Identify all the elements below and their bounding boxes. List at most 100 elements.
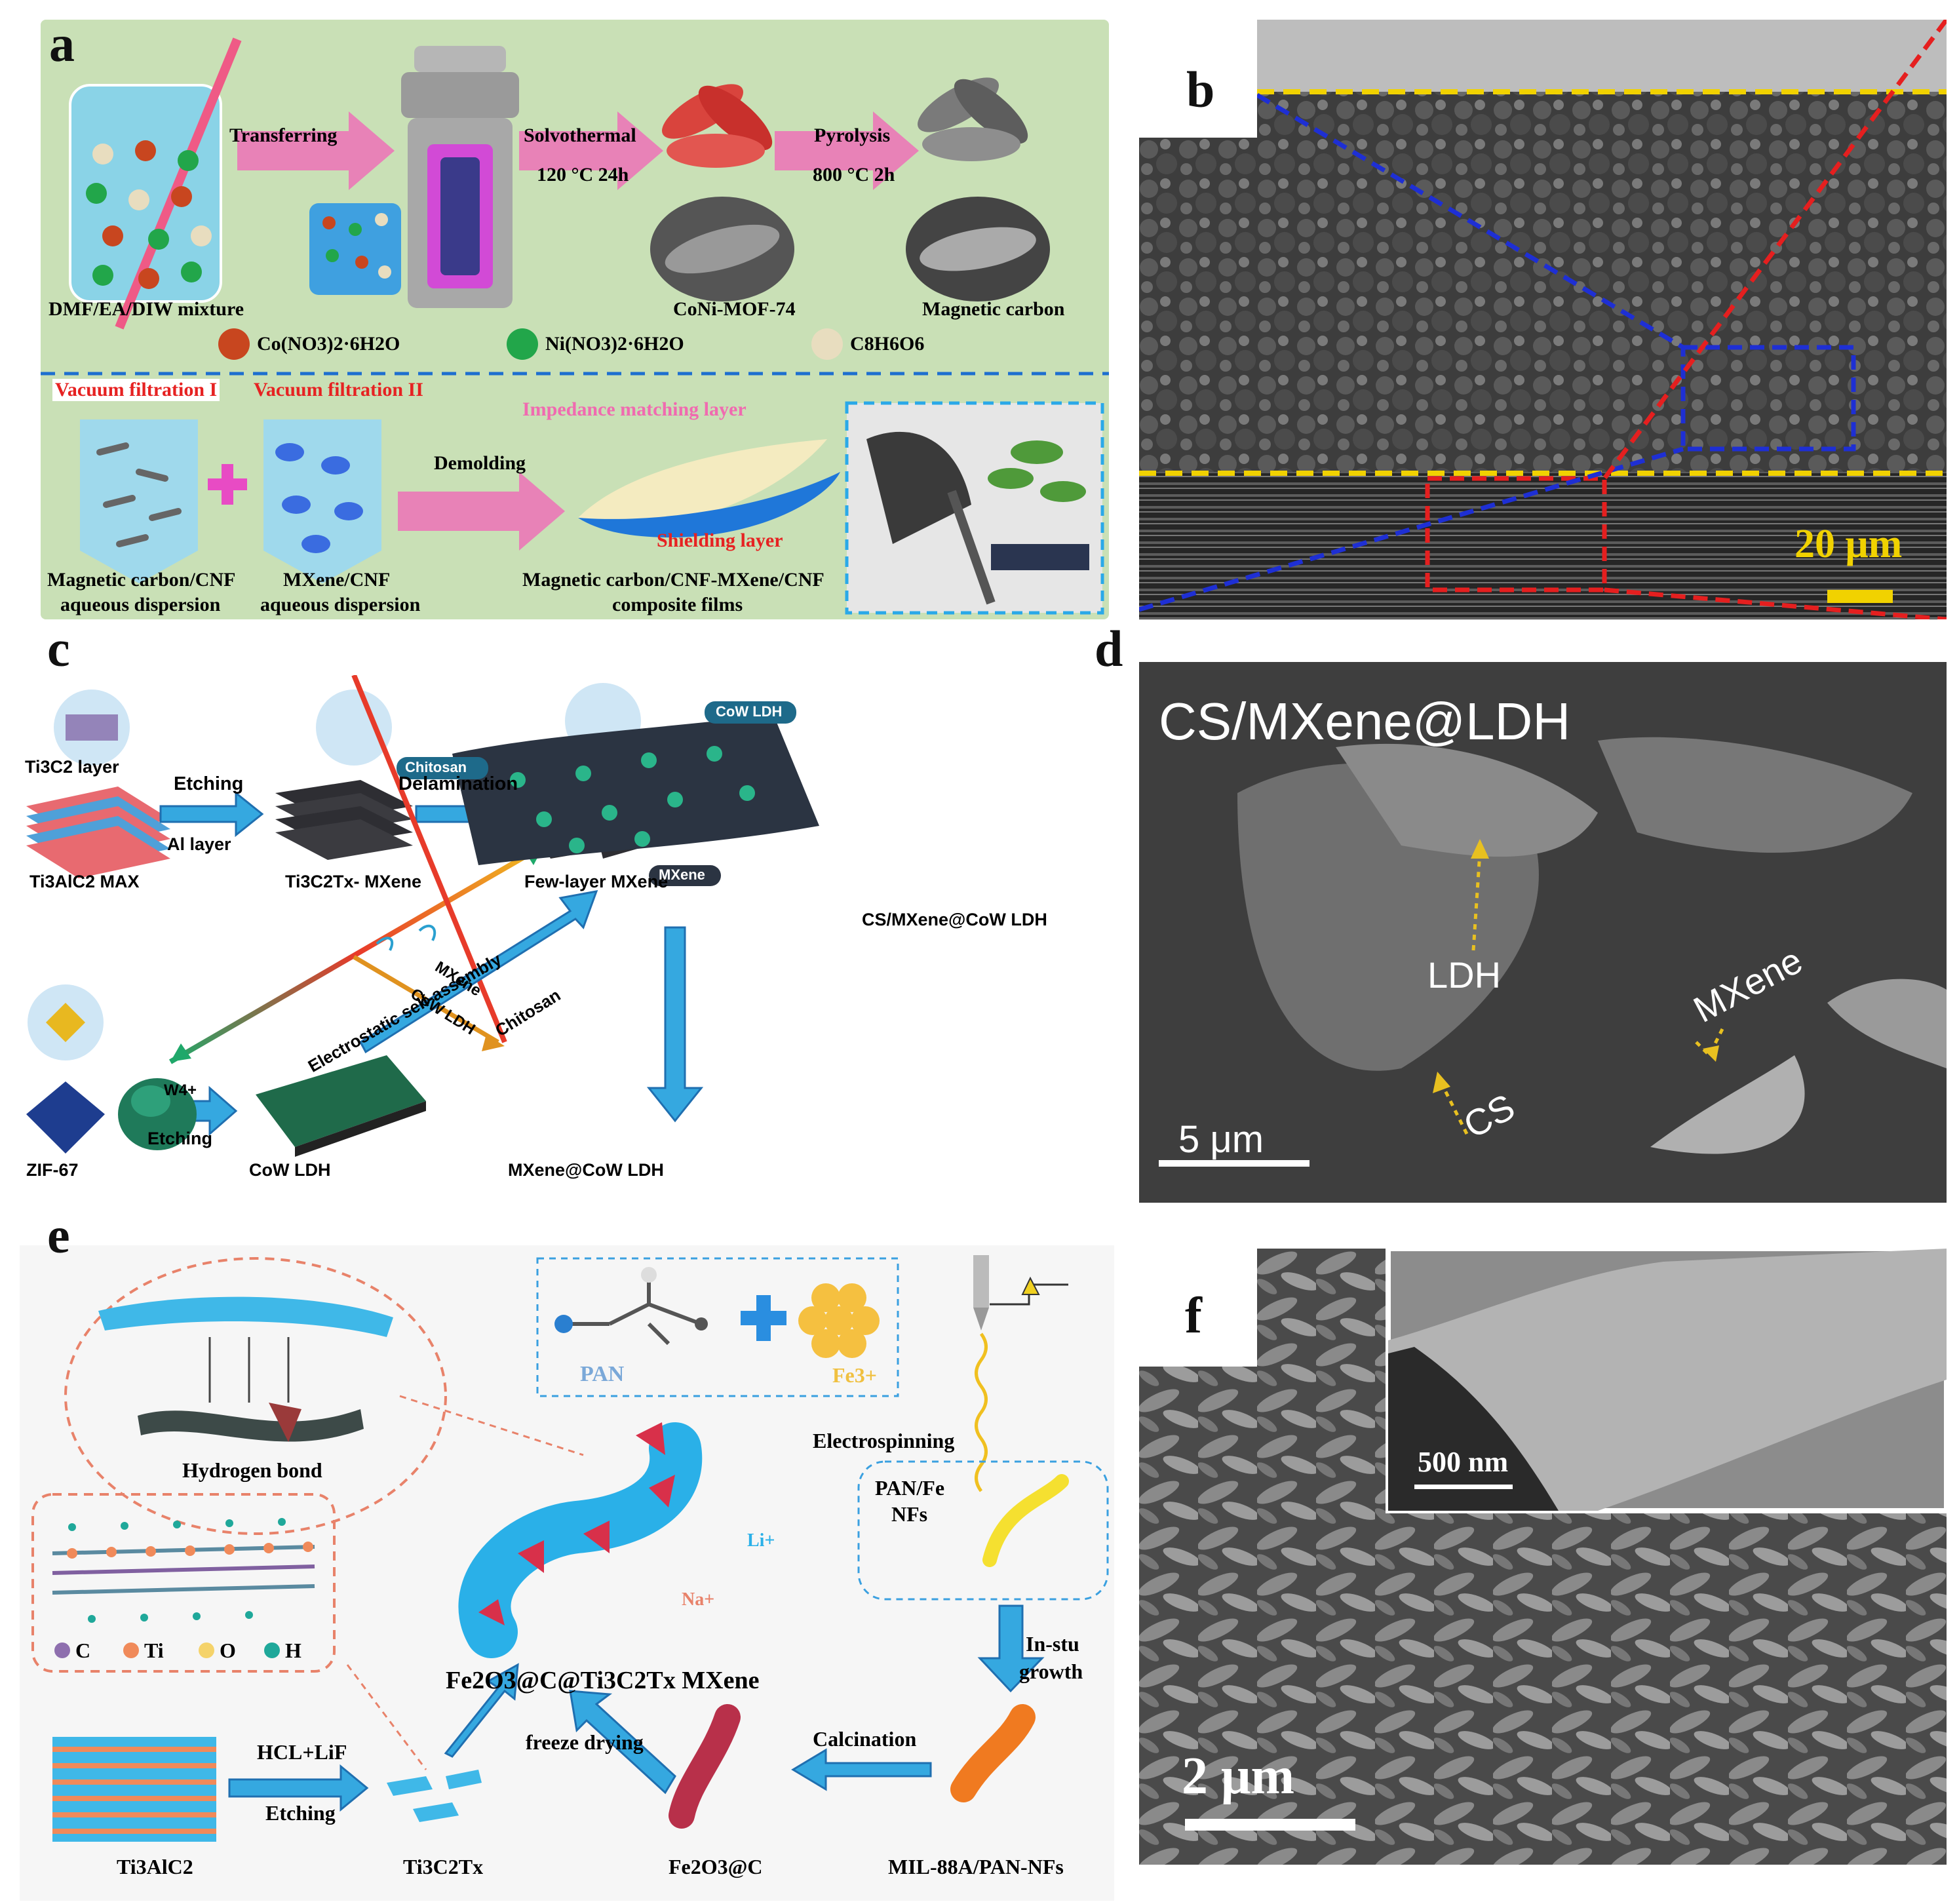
- legend-c-dot: [54, 1642, 70, 1658]
- legend-h: H: [285, 1639, 301, 1662]
- label-insitu-l2: growth: [1019, 1660, 1083, 1683]
- mof-crystal: [662, 84, 773, 168]
- label-film-l2: composite films: [612, 594, 743, 615]
- label-disp2-l2: aqueous dispersion: [260, 594, 421, 615]
- scale-label-inset: 500 nm: [1418, 1446, 1509, 1478]
- step-transferring: Transferring: [229, 125, 338, 146]
- pan-fe-box: [536, 1257, 899, 1397]
- tag-cowldh-bg: [705, 701, 796, 724]
- label-f-patch: [1139, 1249, 1257, 1367]
- hbond-callout: [64, 1257, 447, 1535]
- legend-co-dot: [218, 328, 250, 360]
- label-shielding: Shielding layer: [657, 530, 783, 551]
- arrow-demolding: [398, 472, 565, 551]
- fiber-e: [138, 1409, 364, 1442]
- label-few-layer: Few-layer MXene: [524, 872, 669, 891]
- zif-crystal: [26, 1081, 105, 1154]
- arrow-up-e: [444, 1663, 519, 1758]
- max-stack: [26, 787, 170, 878]
- scale-label-d: 5 μm: [1178, 1118, 1264, 1161]
- legend-c8: C8H6O6: [850, 333, 925, 355]
- label-mil: MIL-88A/PAN-NFs: [888, 1855, 1064, 1878]
- step-pyrolysis: Pyrolysis: [814, 125, 891, 146]
- label-mxene-cowldh: MXene@CoW LDH: [508, 1160, 664, 1180]
- label-w4: W4+: [164, 1081, 197, 1099]
- label-electrospinning: Electrospinning: [813, 1429, 955, 1452]
- scale-bar-f: [1185, 1819, 1355, 1831]
- arrow-insitu: [977, 1604, 1045, 1693]
- panel-label-d: d: [1095, 620, 1123, 677]
- arrow-etching: [159, 790, 264, 838]
- beaker-mxene: [263, 419, 381, 583]
- panel-f-sem: [1139, 1249, 1947, 1865]
- label-ti3c2-layer: Ti3C2 layer: [25, 757, 119, 777]
- arrow-electrostatic: [168, 843, 546, 1064]
- cs-mxene-product: [452, 714, 819, 865]
- blue-zoom-box: [1680, 345, 1856, 452]
- panel-e: Hydrogen bond PAN Fe3+ Electrospinning P…: [20, 1245, 1114, 1901]
- arrow-solvothermal: [519, 111, 663, 190]
- label-na: Na+: [682, 1589, 715, 1610]
- label-product-e: Fe2O3@C@Ti3C2Tx MXene: [446, 1667, 760, 1694]
- legend-ti: Ti: [144, 1639, 164, 1662]
- panfe-box: [857, 1460, 1109, 1601]
- label-fe2o3c: Fe2O3@C: [669, 1855, 763, 1878]
- mxene-zoom-circle: [316, 690, 392, 766]
- syringe: [973, 1255, 989, 1308]
- label-freeze: freeze drying: [526, 1730, 644, 1754]
- label-zif: ZIF-67: [26, 1160, 79, 1180]
- pan-molecule: [564, 1278, 703, 1346]
- panel-a-drawing: [41, 37, 1109, 615]
- label-al-layer: Al layer: [167, 834, 231, 854]
- carbon-crystal: [918, 77, 1028, 161]
- label-mxene: Ti3C2Tx- MXene: [285, 872, 422, 891]
- tag-cowldh: CoW LDH: [716, 703, 783, 720]
- beaker-outline: [69, 84, 222, 303]
- label-magnetic-carbon: Magnetic carbon: [922, 298, 1065, 320]
- label-etching: Etching: [174, 773, 244, 794]
- label-vacuum-1: Vacuum filtration I: [52, 379, 220, 401]
- label-hbond: Hydrogen bond: [182, 1458, 322, 1482]
- label-ldh: LDH: [1427, 954, 1502, 996]
- ti3alc2-block: [52, 1737, 216, 1842]
- panfe-fiber: [982, 1474, 1069, 1567]
- panel-d-sem: [1159, 737, 1947, 1167]
- panel-label-b: b: [1186, 61, 1215, 118]
- crystal-lattice: [52, 1518, 315, 1623]
- shielding-layer-shape: [578, 472, 840, 537]
- panel-c: Ti3C2 layer Al layer Ti3AlC2 MAX Etching…: [20, 675, 1114, 1186]
- label-panfe-l2: NFs: [891, 1502, 928, 1526]
- arrow-chitosan: [359, 890, 598, 1054]
- scale-label-b: 20 μm: [1794, 522, 1903, 566]
- crystal-callout: [31, 1493, 336, 1673]
- label-panfe-l1: PAN/Fe: [875, 1476, 945, 1500]
- label-ti3c2tx: Ti3C2Tx: [403, 1855, 484, 1878]
- legend-co: Co(NO3)2·6H2O: [257, 333, 400, 355]
- label-film-l1: Magnetic carbon/CNF-MXene/CNF: [522, 569, 824, 591]
- photo-film: [866, 431, 971, 544]
- mxene-cowldh-sheet: [256, 1055, 426, 1147]
- label-delamination: Delamination: [398, 773, 518, 794]
- label-hcl: HCL+LiF: [257, 1740, 347, 1764]
- arrow-calcination: [791, 1748, 932, 1791]
- autoclave-cap: [414, 46, 506, 72]
- label-product-c: CS/MXene@CoW LDH: [862, 910, 1047, 929]
- panel-label-c: c: [47, 620, 70, 677]
- panel-b: 20 μm: [1139, 20, 1947, 619]
- legend-o: O: [220, 1639, 236, 1662]
- panel-label-f: f: [1185, 1287, 1202, 1344]
- arrow-transferring: [237, 111, 395, 190]
- label-vacuum-2: Vacuum filtration II: [254, 379, 423, 400]
- legend-ni: Ni(NO3)2·6H2O: [545, 333, 684, 355]
- plus-v: [222, 464, 233, 505]
- sem-layered-layer: [1139, 472, 1947, 619]
- panel-label-a: a: [49, 15, 75, 72]
- label-cowldh: CoW LDH: [249, 1160, 331, 1180]
- arrow-pyrolysis: [775, 111, 919, 190]
- scale-bar-inset: [1414, 1485, 1513, 1489]
- legend-ti-dot: [123, 1642, 139, 1658]
- red-zoom-box: [1425, 476, 1607, 593]
- scale-label-f: 2 μm: [1182, 1747, 1294, 1805]
- step-solvothermal-cond: 120 °C 24h: [537, 164, 629, 185]
- label-mof: CoNi-MOF-74: [673, 298, 796, 320]
